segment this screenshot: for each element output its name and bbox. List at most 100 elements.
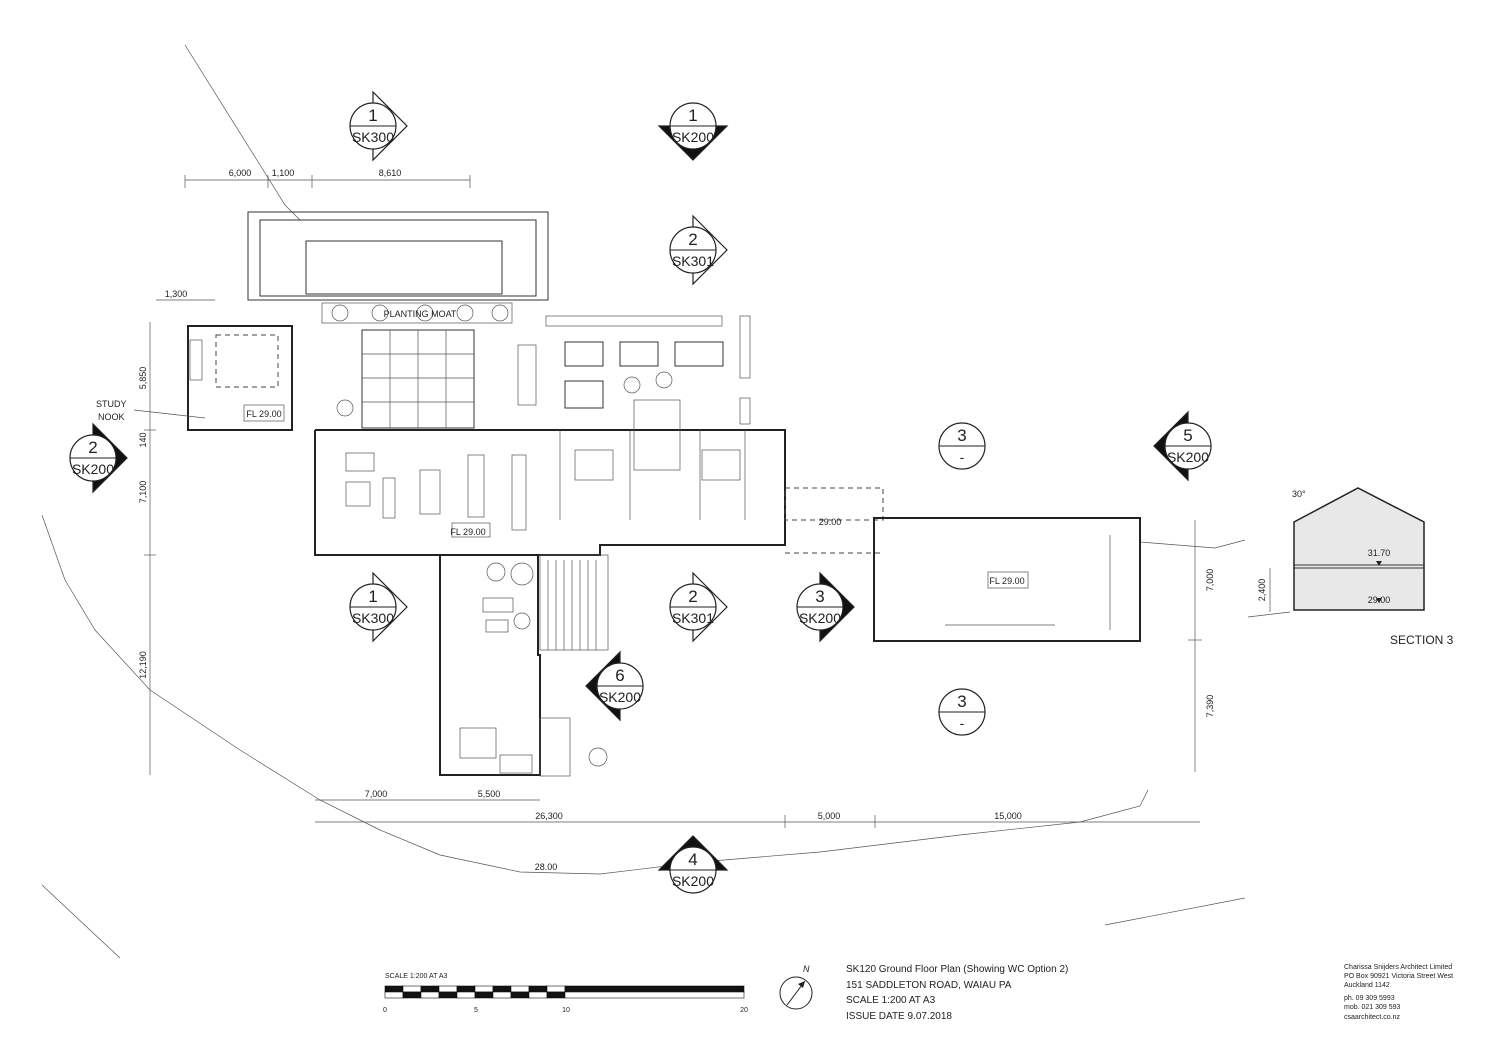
site-boundary-lines [41, 44, 1291, 959]
scale-bar-segment [402, 985, 422, 993]
study-nook-label-line2: NOOK [98, 412, 125, 422]
section-marker-number: 1 [368, 106, 377, 125]
firm-line-6: csaarchitect.co.nz [1344, 1014, 1401, 1021]
scale-bar-segment [420, 991, 440, 999]
section-marker-number: 2 [688, 587, 697, 606]
study-block [187, 325, 354, 431]
dim-right-2: 7,390 [1205, 695, 1215, 718]
north-arrow-icon [779, 976, 813, 1010]
section-marker-sheet: SK200 [599, 689, 641, 705]
section-marker-number: 6 [615, 666, 624, 685]
section-3-title: SECTION 3 [1390, 633, 1454, 647]
dim-left-3: 7,100 [138, 481, 148, 504]
section-marker-sheet: SK200 [1167, 449, 1209, 465]
drawing-scale: SCALE 1:200 AT A3 [846, 995, 936, 1006]
dim-left-small: 1,300 [165, 289, 188, 299]
dim-left-4: 12,190 [138, 651, 148, 679]
scale-bar-segment [510, 985, 530, 993]
planting-moat-label: PLANTING MOAT [384, 309, 457, 319]
section-marker-sheet: SK300 [352, 610, 394, 626]
drawing-issue-date: ISSUE DATE 9.07.2018 [846, 1011, 952, 1022]
firm-line-2: PO Box 90921 Victoria Street West [1344, 973, 1453, 980]
section-level-upper: 31.70 [1368, 548, 1391, 558]
dim-left-1: 5,850 [138, 367, 148, 390]
section-marker-number: 4 [688, 850, 697, 869]
scale-tick-5: 5 [474, 1007, 478, 1014]
firm-line-5: mob. 021 309 593 [1344, 1004, 1401, 1011]
section-markers: 1SK3001SK2002SK3012SK2003-5SK2001SK3002S… [69, 90, 1212, 894]
scale-bar-segment [510, 991, 530, 999]
section-marker: 3- [938, 688, 986, 736]
dim-top-1: 6,000 [229, 168, 252, 178]
main-house [314, 371, 884, 556]
scale-bar-segment [528, 985, 548, 993]
scale-bar-segment [492, 991, 512, 999]
dim-top-2: 1,100 [272, 168, 295, 178]
shed-building [873, 517, 1141, 642]
firm-line-4: ph. 09 309 5993 [1344, 995, 1395, 1002]
dim-bottom-4: 5,000 [818, 811, 841, 821]
scale-tick-20: 20 [740, 1007, 748, 1014]
north-label: N [803, 964, 810, 974]
section-marker: 3- [938, 422, 986, 470]
study-floor-level: FL 29.00 [246, 409, 281, 419]
scale-bar-segment [564, 985, 745, 993]
section-marker-number: 3 [815, 587, 824, 606]
section-marker-sheet: SK301 [672, 253, 714, 269]
section-level-lower: 29.00 [1368, 595, 1391, 605]
scale-bar-segment [438, 985, 458, 993]
scale-bar-segment [456, 985, 476, 993]
scale-bar-segment [546, 985, 566, 993]
firm-line-1: Charissa Snijders Architect Limited [1344, 964, 1452, 971]
section-3-diagram [1293, 487, 1425, 611]
dim-top-3: 8,610 [379, 168, 402, 178]
scale-bar [384, 985, 745, 999]
dim-right-1: 7,000 [1205, 569, 1215, 592]
scale-bar-segment [420, 985, 440, 993]
section-marker-number: 2 [688, 230, 697, 249]
section-marker-number: 3 [957, 426, 966, 445]
pool-area [247, 211, 549, 324]
section-marker-number: 2 [88, 438, 97, 457]
section-marker-sheet: - [960, 715, 965, 731]
dim-bottom-5: 15,000 [994, 811, 1022, 821]
dim-bottom-1: 7,000 [365, 789, 388, 799]
scale-bar-segment [474, 991, 494, 999]
scale-tick-0: 0 [383, 1007, 387, 1014]
dim-left-2: 140 [138, 432, 148, 447]
dim-bottom-2: 5,500 [478, 789, 501, 799]
garden-beds [517, 315, 751, 425]
south-wing [439, 554, 609, 777]
scale-bar-segment [384, 985, 404, 993]
section-marker-number: 3 [957, 692, 966, 711]
scale-bar-segment [546, 991, 566, 999]
scale-tick-10: 10 [562, 1007, 570, 1014]
drawing-title: SK120 Ground Floor Plan (Showing WC Opti… [846, 964, 1068, 975]
deck-level: 29.00 [819, 517, 842, 527]
drawing-address: 151 SADDLETON ROAD, WAIAU PA [846, 980, 1012, 991]
scale-bar-segment [474, 985, 494, 993]
section-marker-sheet: SK200 [799, 610, 841, 626]
study-nook-label-line1: STUDY [96, 399, 127, 409]
contour-level: 28.00 [535, 862, 558, 872]
shed-floor-level: FL 29.00 [989, 576, 1024, 586]
section-roof-angle: 30° [1292, 489, 1306, 499]
dim-bottom-3: 26,300 [535, 811, 563, 821]
scale-bar-segment [492, 985, 512, 993]
section-marker-number: 5 [1183, 426, 1192, 445]
scale-bar-segment [528, 991, 548, 999]
section-dim-height: 2,400 [1257, 579, 1267, 602]
main-floor-level: FL 29.00 [450, 527, 485, 537]
firm-line-3: Auckland 1142 [1344, 982, 1390, 989]
